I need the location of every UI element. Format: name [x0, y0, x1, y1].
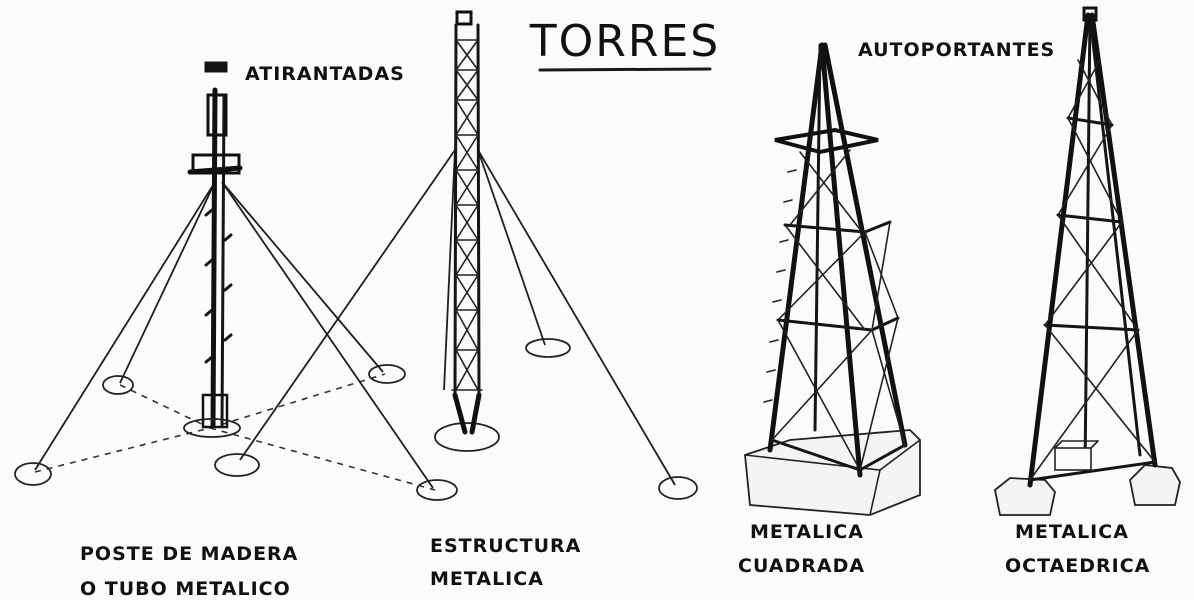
self-supporting-group-label: AUTOPORTANTES [858, 39, 1055, 61]
caption-pole-line1: POSTE DE MADERA [80, 543, 298, 565]
caption-pole-line2: O TUBO METALICO [80, 578, 291, 600]
caption-square-line2: CUADRADA [738, 555, 865, 577]
tower-octahedral [994, 6, 1181, 516]
caption-pole: POSTE DE MADERA O TUBO METALICO [80, 543, 298, 600]
caption-lattice-mast: ESTRUCTURA METALICA [430, 535, 581, 590]
title-group: TORRES [529, 16, 720, 72]
tower-lattice-mast [239, 10, 698, 500]
caption-octahedral: METALICA OCTAEDRICA [1005, 521, 1150, 577]
caption-lattice-line1: ESTRUCTURA [430, 535, 581, 557]
tower-square [744, 42, 921, 516]
guyed-group-label: ATIRANTADAS [245, 63, 405, 85]
caption-lattice-line2: METALICA [430, 568, 544, 590]
diagram-title: TORRES [529, 16, 720, 67]
title-underline [538, 67, 712, 72]
caption-square-line1: METALICA [750, 521, 864, 543]
tower-pole [14, 61, 458, 501]
caption-octa-line1: METALICA [1015, 521, 1129, 543]
caption-octa-line2: OCTAEDRICA [1005, 555, 1150, 577]
caption-square: METALICA CUADRADA [738, 521, 865, 577]
